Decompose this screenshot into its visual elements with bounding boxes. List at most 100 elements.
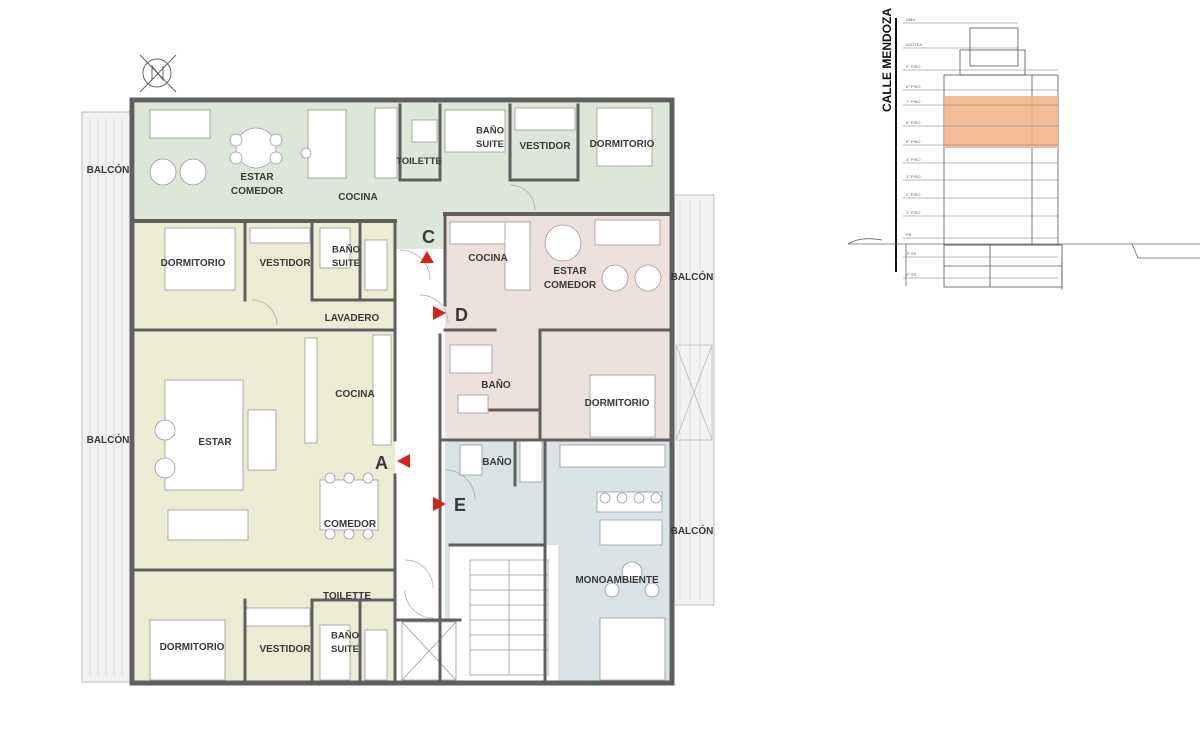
room-label-line: DORMITORIO	[585, 398, 650, 409]
room-label-bano-suite-c: BAÑO SUITE	[476, 125, 504, 150]
room-label-dormitorio-a1: DORMITORIO	[161, 258, 226, 269]
room-label-balcon-2: BALCÓN	[87, 433, 130, 446]
section-level-label: 9° PISO	[906, 64, 921, 69]
unit-a-marker-icon	[397, 454, 410, 468]
unit-c-marker-icon	[420, 251, 434, 263]
room-label-vestidor-a2: VESTIDOR	[259, 644, 311, 655]
room-label-lavadero-a: LAVADERO	[325, 313, 380, 324]
room-label-balcon-3: BALCÓN	[671, 270, 714, 283]
room-label-line: VESTIDOR	[259, 644, 311, 655]
north-arrow-icon	[139, 54, 177, 93]
unit-e-letter: E	[454, 495, 466, 515]
unit-d-marker-icon	[433, 306, 446, 320]
room-label-line: BALCÓN	[87, 163, 130, 176]
room-label-line: BAÑO	[481, 378, 511, 391]
unit-d-letter: D	[455, 305, 468, 325]
unit-c-area	[135, 103, 670, 249]
room-label-cocina-a: COCINA	[335, 389, 374, 400]
section-level-label: 1º SS	[906, 251, 916, 256]
room-label-balcon-4: BALCÓN	[671, 524, 714, 537]
furniture-unit-e	[459, 439, 666, 681]
room-label-line: SUITE	[476, 139, 504, 150]
room-label-cocina-c: COCINA	[338, 192, 377, 203]
room-label-line: COMEDOR	[231, 186, 284, 197]
unit-markers	[397, 251, 446, 511]
room-label-line: DORMITORIO	[161, 258, 226, 269]
room-label-line: BAÑO	[482, 455, 512, 468]
room-label-toilette-a: TOILETTE	[323, 591, 371, 602]
room-label-bano-suite-a1: BAÑO SUITE	[332, 244, 360, 269]
room-label-monoambiente-e: MONOAMBIENTE	[575, 575, 659, 586]
section-level-label: 7° PISO	[906, 99, 921, 104]
room-label-line: TOILETTE	[396, 156, 442, 167]
room-label-estar-comedor-d: ESTAR COMEDOR	[544, 266, 597, 291]
room-label-line: SUITE	[332, 258, 360, 269]
street-name: CALLE MENDOZA	[880, 8, 894, 112]
room-label-line: COMEDOR	[324, 519, 377, 530]
room-label-bano-e: BAÑO	[482, 455, 512, 468]
section-level-label: 6° PISO	[906, 120, 921, 125]
furniture-unit-d	[449, 219, 662, 438]
room-label-comedor-a: COMEDOR	[324, 519, 377, 530]
room-label-line: VESTIDOR	[259, 258, 311, 269]
room-label-line: TOILETTE	[323, 591, 371, 602]
section-level-label: 2° PISO	[906, 192, 921, 197]
room-label-toilette-c: TOILETTE	[396, 156, 442, 167]
room-label-dormitorio-c: DORMITORIO	[590, 139, 655, 150]
room-label-line: DORMITORIO	[590, 139, 655, 150]
room-label-line: BAÑO	[332, 244, 360, 255]
room-label-estar-a: ESTAR	[198, 437, 232, 448]
light-well	[675, 344, 713, 441]
east-balcony-hatch	[679, 200, 701, 600]
door-swings	[251, 184, 536, 619]
stair	[469, 559, 549, 676]
room-label-line: BALCÓN	[87, 433, 130, 446]
room-label-line: BAÑO	[331, 630, 359, 641]
elevator	[401, 621, 457, 681]
room-label-line: SUITE	[331, 644, 359, 655]
room-label-line: DORMITORIO	[160, 642, 225, 653]
section-level-label: 5° PISO	[906, 139, 921, 144]
unit-c-letter: C	[422, 227, 435, 247]
section-ground	[847, 238, 1200, 290]
room-label-line: MONOAMBIENTE	[575, 575, 659, 586]
room-label-line: BALCÓN	[671, 270, 714, 283]
section-level-labels: NMA AZOTEA 9° PISO 8° PISO 7° PISO 6° PISO 5° …	[906, 17, 922, 277]
room-label-estar-comedor-c: ESTAR COMEDOR	[231, 172, 284, 197]
room-label-dormitorio-d: DORMITORIO	[585, 398, 650, 409]
room-label-line: ESTAR	[240, 172, 274, 183]
section-level-label: PB	[906, 232, 912, 237]
room-label-line: ESTAR	[553, 266, 587, 277]
room-label-vestidor-c: VESTIDOR	[519, 141, 571, 152]
room-label-cocina-d: COCINA	[468, 253, 507, 264]
room-label-line: COMEDOR	[544, 280, 597, 291]
room-labels: BALCÓN ESTAR COMEDOR COCINA TOILETTE BAÑO SUIT…	[87, 125, 714, 655]
room-label-line: BAÑO	[476, 125, 504, 136]
unit-e-marker-icon	[433, 497, 446, 511]
room-label-line: VESTIDOR	[519, 141, 571, 152]
room-label-balcon-1: BALCÓN	[87, 163, 130, 176]
highlighted-floors	[944, 96, 1058, 148]
section-level-label: 8° PISO	[906, 84, 921, 89]
section-level-label: 4° PISO	[906, 157, 921, 162]
furniture-unit-a	[149, 227, 392, 681]
walls	[129, 97, 675, 686]
section-level-label: NMA	[906, 17, 915, 22]
section-building	[943, 27, 1063, 288]
room-label-line: COCINA	[338, 192, 377, 203]
furniture-unit-c	[149, 107, 653, 186]
unit-a-letter: A	[375, 453, 388, 473]
room-label-vestidor-a1: VESTIDOR	[259, 258, 311, 269]
section-level-label: 2º SS	[906, 272, 916, 277]
west-balcony-hatch	[89, 118, 123, 676]
section-level-label: AZOTEA	[906, 42, 922, 47]
room-label-line: COCINA	[468, 253, 507, 264]
room-label-line: ESTAR	[198, 437, 232, 448]
room-label-dormitorio-a2: DORMITORIO	[160, 642, 225, 653]
room-label-line: LAVADERO	[325, 313, 380, 324]
section-level-label: 3° PISO	[906, 174, 921, 179]
room-label-bano-d: BAÑO	[481, 378, 511, 391]
section-level-label: 1° PISO	[906, 210, 921, 215]
